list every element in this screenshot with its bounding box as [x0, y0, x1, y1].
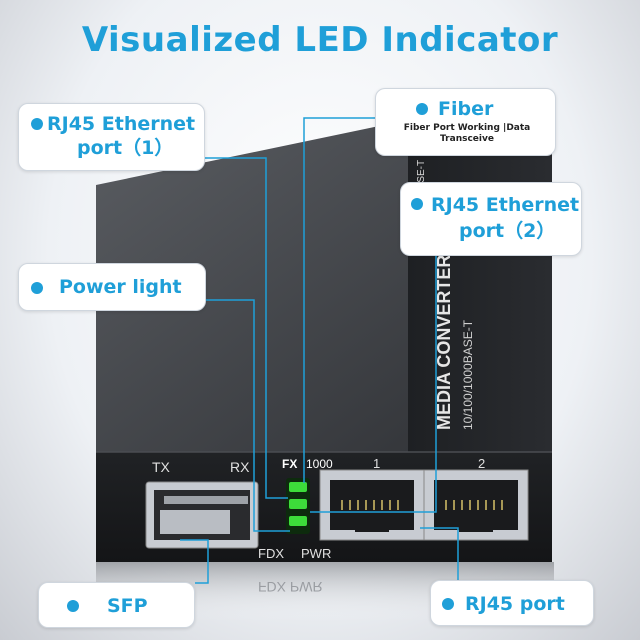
reflection-text: FDX PWR [258, 579, 323, 595]
callout-label-line2: port（1） [77, 137, 174, 159]
callout-label-line1: RJ45 Ethernet [431, 194, 580, 216]
callout-bullet-icon [31, 118, 43, 130]
side-text-main: MEDIA CONVERTER [434, 255, 454, 430]
label-port-2: 2 [478, 456, 485, 471]
callout-rj45-port: RJ45 port [430, 580, 594, 626]
callout-bullet-icon [31, 282, 43, 294]
label-tx: TX [152, 459, 171, 475]
rj45-port-1[interactable] [319, 469, 425, 541]
callout-rj45-port-2: RJ45 Ethernet port（2） [400, 182, 582, 256]
label-rx: RX [230, 459, 250, 475]
label-pwr: PWR [301, 546, 331, 561]
page-title: Visualized LED Indicator [81, 20, 559, 60]
sfp-port[interactable] [145, 481, 259, 549]
led-pwr [289, 516, 307, 526]
label-port-1: 1 [373, 456, 380, 471]
device-side-face [408, 120, 552, 452]
top-label-fragment: BASE-T [416, 160, 427, 196]
callout-label-line1: RJ45 Ethernet [47, 113, 196, 135]
side-text-sub: 10/100/1000BASE-T [461, 319, 475, 430]
callout-power-light-label: Power light [59, 276, 182, 298]
led-fx [289, 482, 307, 492]
callout-label-line2: port（2） [459, 220, 556, 242]
callout-fiber-description: Fiber Port Working |Data Transceive [403, 123, 531, 144]
label-fdx: FDX [258, 546, 284, 561]
callout-power-light: Power light [18, 263, 206, 311]
callout-bullet-icon [411, 198, 423, 210]
callout-sfp: SFP [38, 582, 195, 628]
label-fx: FX [282, 457, 297, 471]
callout-leader-lines [180, 117, 459, 597]
callout-bullet-icon [67, 600, 79, 612]
callout-rj45-port-label: RJ45 port [465, 593, 565, 615]
led-fdx [289, 499, 307, 509]
rj45-port-2[interactable] [423, 469, 529, 541]
label-speed: 1000 [306, 457, 333, 471]
led-indicators [286, 478, 310, 534]
callout-rj45-port-1: RJ45 Ethernet port（1） [18, 103, 205, 171]
callout-sfp-label: SFP [107, 595, 148, 617]
callout-bullet-icon [416, 103, 428, 115]
callout-fiber: Fiber Fiber Port Working |Data Transceiv… [375, 88, 556, 156]
callout-fiber-label: Fiber [438, 98, 494, 120]
callout-bullet-icon [442, 598, 454, 610]
